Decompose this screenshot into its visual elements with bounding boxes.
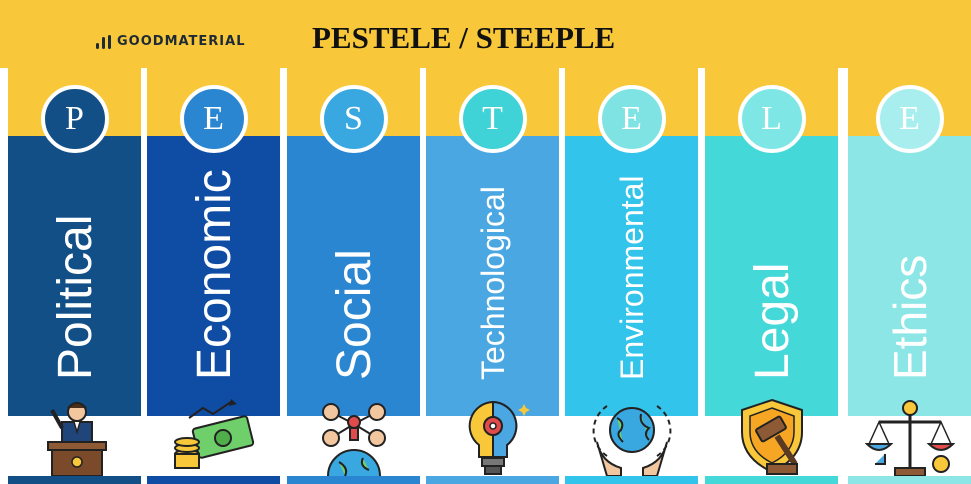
scales-balance-icon — [864, 398, 955, 477]
column-ethics: E Ethics — [848, 68, 971, 484]
letter-circle: E — [179, 85, 248, 153]
column-political: P Political — [8, 68, 141, 484]
hands-globe-icon — [587, 398, 677, 477]
money-growth-icon — [169, 398, 259, 476]
column-label: Political — [48, 214, 101, 380]
people-network-globe-icon — [309, 398, 399, 484]
column-environmental: E Environmental — [565, 68, 698, 484]
column-social: S Social — [287, 68, 420, 484]
column-economic: E Economic — [147, 68, 280, 484]
goodmaterial-logo: GOODMATERIAL — [96, 34, 246, 49]
column-technological: T Technological — [426, 68, 559, 484]
idea-gear-bulb-icon — [448, 398, 538, 476]
brand-name: GOODMATERIAL — [117, 34, 246, 49]
letter-circle: E — [597, 85, 666, 153]
page-title: PESTELE / STEEPLE — [312, 20, 616, 55]
column-legal: L Legal — [705, 68, 838, 484]
logo-bars-icon — [96, 34, 111, 49]
letter-circle: E — [875, 85, 944, 153]
letter-circle: L — [737, 85, 806, 153]
column-label: Legal — [745, 262, 798, 380]
column-label: Economic — [187, 169, 240, 380]
letter-circle: S — [319, 85, 388, 153]
gavel-shield-icon — [727, 398, 817, 476]
header-banner: GOODMATERIAL PESTELE / STEEPLE — [0, 0, 971, 68]
column-label: Social — [327, 249, 380, 380]
column-label: Ethics — [883, 254, 936, 380]
column-label: Technological — [474, 186, 510, 380]
podium-speaker-icon — [30, 398, 120, 477]
letter-circle: P — [40, 85, 109, 153]
column-label: Environmental — [613, 175, 649, 380]
letter-circle: T — [458, 85, 527, 153]
